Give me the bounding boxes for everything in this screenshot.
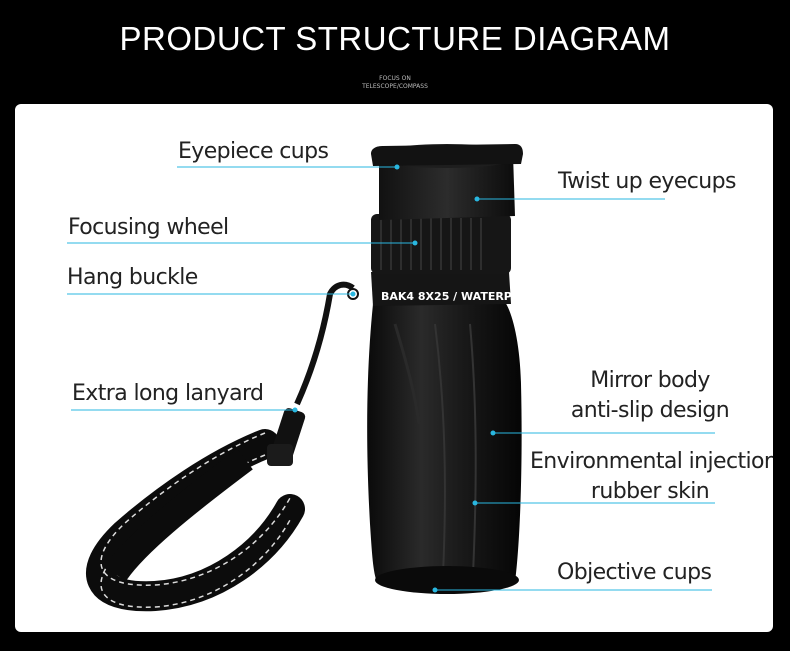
tagline-line-1: FOCUS ON xyxy=(379,75,411,82)
page-title: PRODUCT STRUCTURE DIAGRAM xyxy=(119,20,671,57)
diagram-panel: BAK4 8X25 / WATERPOOF xyxy=(15,104,773,632)
callout-rubber-skin-line-1: Environmental injection xyxy=(530,449,773,474)
header-tagline: FOCUS ON TELESCOPE/COMPASS xyxy=(0,75,790,91)
body-marking: BAK4 8X25 / WATERPOOF xyxy=(381,290,538,303)
monocular: BAK4 8X25 / WATERPOOF xyxy=(347,144,538,594)
callout-mirror-body-line-2: anti-slip design xyxy=(570,398,730,423)
callout-objective-cups: Objective cups xyxy=(557,560,712,585)
tagline-line-2: TELESCOPE/COMPASS xyxy=(362,83,428,90)
callout-hang-buckle: Hang buckle xyxy=(67,265,198,290)
callout-eyepiece-cups: Eyepiece cups xyxy=(178,139,329,164)
callout-mirror-body: Mirror body anti-slip design xyxy=(555,368,745,424)
callout-mirror-body-line-1: Mirror body xyxy=(590,368,710,393)
callout-rubber-skin: Environmental injection rubber skin xyxy=(530,449,773,505)
callout-rubber-skin-line-2: rubber skin xyxy=(590,479,710,504)
callout-twist-up-eyecups: Twist up eyecups xyxy=(558,169,736,194)
callout-focusing-wheel: Focusing wheel xyxy=(68,215,229,240)
leader-dots xyxy=(292,164,496,593)
monocular-illustration: BAK4 8X25 / WATERPOOF xyxy=(67,144,715,612)
lanyard-strap xyxy=(86,281,355,612)
callout-extra-long-lanyard: Extra long lanyard xyxy=(72,381,264,406)
leader-lines xyxy=(67,166,715,591)
